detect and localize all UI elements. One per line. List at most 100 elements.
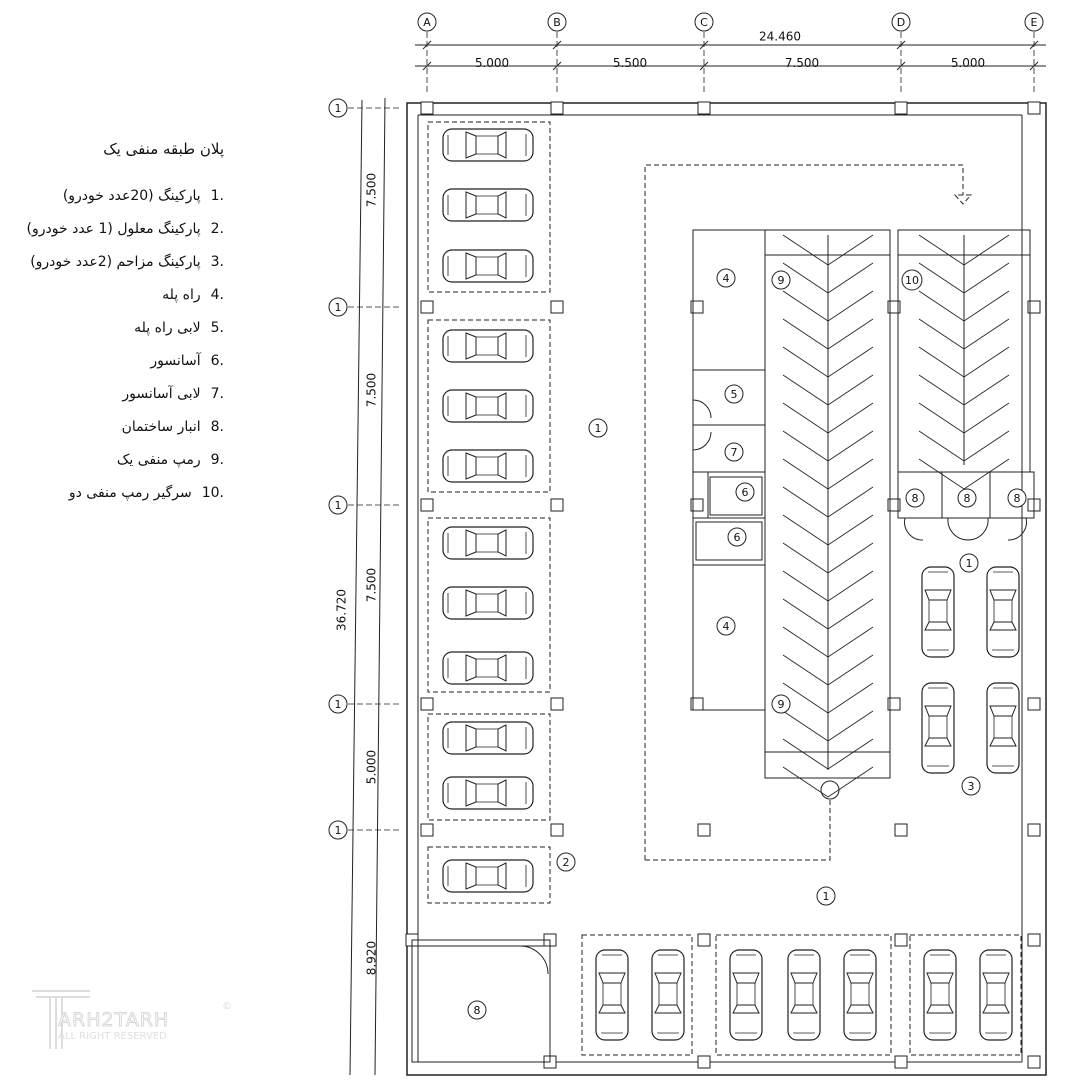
watermark-brand: ARH2TARH — [57, 1009, 170, 1032]
car-icon — [979, 949, 1013, 1041]
grid-row-label: 1 — [335, 824, 342, 837]
car-detail — [447, 255, 527, 277]
ramp-chevron — [782, 710, 874, 742]
traffic-path — [644, 164, 973, 861]
structural-column — [550, 823, 564, 837]
car-body — [442, 128, 534, 162]
parking-bay — [427, 846, 551, 904]
grid-bubble — [694, 12, 714, 32]
storage-room — [411, 939, 551, 1063]
grid-column-label: E — [1031, 16, 1038, 29]
ramp-chevron — [918, 290, 1010, 322]
room-tag-circle — [905, 488, 925, 508]
elevator-shaft — [695, 521, 763, 561]
car-detail — [447, 194, 527, 216]
legend: پلان طبقه منفی یک 1.پارکینگ (20عدد خودرو… — [27, 140, 224, 518]
parking-bay — [427, 713, 551, 821]
dimension-tick — [896, 40, 906, 50]
legend-number: 5. — [210, 320, 224, 336]
car-icon — [442, 329, 534, 363]
car-icon — [442, 249, 534, 283]
legend-label: آسانسور — [150, 353, 201, 369]
ramp-chevron — [782, 486, 874, 518]
ramp-chevron — [918, 262, 1010, 294]
dimension-tick — [422, 61, 432, 71]
car-detail — [927, 571, 949, 651]
column-logo-icon — [32, 990, 90, 1049]
door-swing — [519, 945, 549, 975]
car-icon — [986, 566, 1020, 658]
dimension-tick — [1029, 61, 1039, 71]
car-icon — [651, 949, 685, 1041]
car-icon — [787, 949, 821, 1041]
dimension-tick — [699, 61, 709, 71]
car-icon — [442, 389, 534, 423]
structural-column — [1027, 933, 1041, 947]
legend-number: 10. — [201, 485, 224, 501]
legend-number: 1. — [210, 188, 224, 204]
room-tag-circle — [771, 270, 791, 290]
car-body — [979, 949, 1013, 1041]
row-span-label: 7.500 — [365, 173, 379, 207]
room-tag-circle — [771, 694, 791, 714]
car-body — [442, 526, 534, 560]
dimension-tick — [552, 40, 562, 50]
parking-bay — [427, 319, 551, 493]
parking-bay — [909, 934, 1022, 1056]
row-span-label: 7.500 — [365, 373, 379, 407]
drain-icon — [820, 780, 840, 800]
room-tag-circle — [556, 852, 576, 872]
storage-room — [989, 471, 1035, 519]
car-icon — [442, 776, 534, 810]
room-tag-circle — [901, 269, 923, 291]
ramp-chevron — [782, 402, 874, 434]
elevator-shaft — [709, 476, 763, 516]
building-outline — [406, 102, 1047, 1076]
legend-label: پارکینگ مزاحم (2عدد خودرو) — [30, 254, 201, 270]
room-tag-circle — [588, 418, 608, 438]
car-body — [921, 682, 955, 774]
structural-column — [697, 933, 711, 947]
legend-item: 1.پارکینگ (20عدد خودرو) — [27, 188, 224, 221]
car-icon — [442, 449, 534, 483]
ramp-chevron — [782, 626, 874, 658]
structural-column — [1027, 101, 1041, 115]
parking-bay — [427, 121, 551, 293]
row-span-label: 7.500 — [365, 568, 379, 602]
ramp-chevron — [782, 654, 874, 686]
car-detail — [447, 395, 527, 417]
room-tag-circle — [724, 384, 744, 404]
grid-bubble — [1024, 12, 1044, 32]
ramp-chevron — [782, 318, 874, 350]
room-tag-label: 4 — [723, 620, 730, 633]
grid-bubble — [328, 98, 348, 118]
structural-column — [420, 498, 434, 512]
ramp-chevron — [782, 458, 874, 490]
grid-bubble — [891, 12, 911, 32]
structural-column — [697, 823, 711, 837]
structural-column — [894, 823, 908, 837]
dimension-tick — [1029, 40, 1039, 50]
parking-bay — [427, 517, 551, 693]
overall-width-label: 24.460 — [759, 30, 801, 44]
car-detail — [447, 532, 527, 554]
car-body — [787, 949, 821, 1041]
structural-column — [690, 300, 704, 314]
room-tag-circle — [959, 553, 979, 573]
car-icon — [442, 721, 534, 755]
parking-bay — [581, 934, 693, 1056]
car-detail — [735, 954, 757, 1034]
car-detail — [601, 954, 623, 1034]
room-tag-label: 8 — [1014, 492, 1021, 505]
car-body — [923, 949, 957, 1041]
car-body — [442, 586, 534, 620]
car-body — [843, 949, 877, 1041]
dimension-tick — [896, 61, 906, 71]
grid-bubble — [328, 495, 348, 515]
ramp-minus-one — [764, 229, 891, 779]
car-detail — [447, 865, 527, 887]
structural-column — [697, 1055, 711, 1069]
grid-bubble — [328, 297, 348, 317]
column-span-label: 5.500 — [613, 56, 647, 70]
